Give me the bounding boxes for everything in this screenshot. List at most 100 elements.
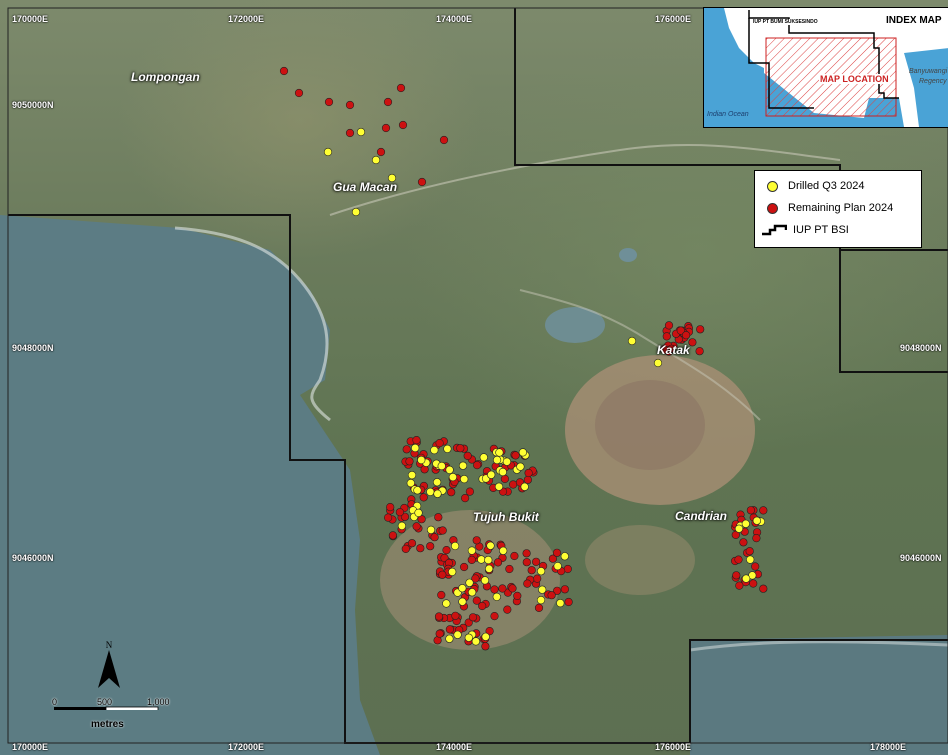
road bbox=[329, 144, 841, 216]
remaining-point bbox=[439, 135, 449, 145]
drilled-point bbox=[538, 585, 547, 594]
drilled-point bbox=[414, 508, 423, 518]
index-map-sea bbox=[904, 48, 948, 127]
remaining-point bbox=[386, 503, 395, 512]
remaining-point-symbol bbox=[767, 202, 778, 214]
remaining-point bbox=[464, 618, 473, 627]
remaining-point bbox=[505, 564, 514, 574]
place-label-katak: Katak bbox=[657, 343, 690, 357]
remaining-point bbox=[396, 83, 406, 93]
remaining-point bbox=[324, 97, 334, 107]
remaining-point bbox=[696, 325, 705, 334]
drilled-point bbox=[653, 358, 663, 368]
drilled-point bbox=[499, 546, 508, 555]
drilled-point bbox=[407, 471, 417, 480]
remaining-point bbox=[548, 554, 558, 563]
drilled-point bbox=[442, 599, 451, 608]
remaining-point bbox=[472, 536, 481, 545]
drilled-point bbox=[516, 462, 525, 471]
drilled-point bbox=[460, 475, 469, 484]
remaining-point bbox=[412, 436, 421, 445]
legend-item-remaining: Remaining Plan 2024 bbox=[761, 199, 893, 217]
drilled-point bbox=[556, 598, 565, 608]
drilled-point bbox=[487, 470, 496, 479]
drilled-point bbox=[627, 336, 637, 346]
drilled-point bbox=[502, 457, 512, 466]
remaining-point bbox=[522, 558, 531, 567]
remaining-point bbox=[552, 548, 562, 557]
drilled-point bbox=[426, 487, 435, 497]
grid-label-right: 9048000N bbox=[900, 343, 942, 353]
index-map-banyuwangi: Banyuwangi bbox=[909, 68, 948, 75]
remaining-point bbox=[461, 494, 470, 503]
drilled-point bbox=[734, 524, 744, 533]
drilled-point bbox=[495, 448, 504, 457]
remaining-point bbox=[456, 444, 465, 453]
drilled-point bbox=[464, 633, 473, 642]
remaining-point bbox=[345, 100, 355, 110]
drilled-point bbox=[433, 489, 442, 498]
remaining-point bbox=[381, 123, 391, 133]
remaining-point bbox=[405, 457, 414, 466]
place-label-lompongan: Lompongan bbox=[131, 70, 200, 84]
remaining-point bbox=[564, 597, 573, 607]
drilled-point bbox=[746, 555, 755, 564]
drilled-point bbox=[481, 632, 490, 641]
remaining-point bbox=[438, 570, 447, 579]
drilled-point bbox=[484, 555, 493, 565]
remaining-point bbox=[419, 493, 428, 502]
remaining-point bbox=[664, 321, 674, 330]
remaining-point bbox=[524, 468, 533, 478]
index-iup-boundary bbox=[748, 10, 899, 99]
drilled-point bbox=[417, 455, 426, 465]
index-map-sea bbox=[704, 8, 764, 127]
drilled-point bbox=[471, 637, 481, 646]
drilled-point bbox=[485, 564, 494, 573]
drilled-point bbox=[741, 574, 751, 583]
remaining-point bbox=[401, 544, 410, 554]
drilled-point bbox=[351, 207, 361, 217]
drilled-point bbox=[467, 546, 477, 555]
drilled-point bbox=[480, 576, 490, 585]
road bbox=[519, 289, 761, 421]
drilled-point bbox=[371, 155, 381, 165]
remaining-point bbox=[473, 461, 482, 470]
drilled-point bbox=[458, 597, 467, 606]
sea-southeast bbox=[690, 635, 948, 755]
drilled-point bbox=[397, 521, 407, 531]
scale-tick-500: 500 bbox=[97, 697, 113, 707]
remaining-point bbox=[451, 611, 460, 620]
remaining-point bbox=[463, 451, 472, 461]
map-legend: Drilled Q3 2024 Remaining Plan 2024 IUP … bbox=[754, 170, 922, 248]
drilled-point bbox=[453, 630, 462, 639]
scale-unit-label: metres bbox=[91, 719, 124, 730]
drilled-point bbox=[498, 467, 507, 477]
remaining-point bbox=[412, 522, 421, 531]
remaining-point bbox=[746, 506, 756, 515]
drilled-point bbox=[406, 479, 415, 488]
drilled-point bbox=[493, 455, 502, 465]
scale-tick-0: 0 bbox=[52, 697, 58, 707]
remaining-point bbox=[468, 613, 478, 622]
drilled-point bbox=[448, 567, 457, 577]
place-label-gua-macan: Gua Macan bbox=[333, 180, 398, 194]
remaining-point bbox=[759, 506, 768, 515]
remaining-point bbox=[279, 66, 289, 76]
legend-label-iup: IUP PT BSI bbox=[793, 224, 849, 236]
grid-label-bottom: 176000E bbox=[655, 742, 692, 752]
pond bbox=[619, 248, 637, 262]
remaining-point bbox=[435, 629, 444, 638]
drilled-point bbox=[426, 525, 436, 535]
remaining-point bbox=[523, 579, 532, 588]
iup-boundary bbox=[514, 8, 948, 251]
remaining-point bbox=[751, 562, 760, 571]
remaining-point bbox=[465, 487, 475, 496]
remaining-point bbox=[533, 574, 542, 583]
grid-label-top: 172000E bbox=[228, 14, 265, 24]
remaining-point bbox=[481, 642, 490, 651]
remaining-point bbox=[426, 542, 435, 551]
drilled-point bbox=[536, 567, 546, 576]
drilled-point bbox=[443, 444, 452, 454]
